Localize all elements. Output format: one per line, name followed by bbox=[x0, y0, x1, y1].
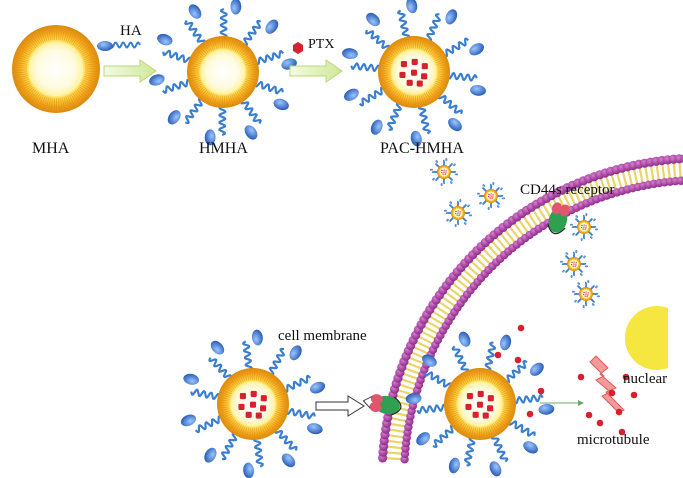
released-drugs bbox=[494, 324, 638, 436]
label-ptx: PTX bbox=[308, 37, 335, 52]
pac-hmha-particle-inside bbox=[405, 331, 555, 477]
label-mha: MHA bbox=[32, 140, 70, 157]
small-nanoparticle bbox=[477, 182, 505, 210]
microtubule bbox=[589, 355, 625, 413]
release-arrow bbox=[540, 400, 584, 406]
pac-hmha-particle bbox=[342, 0, 486, 147]
nucleus bbox=[624, 305, 668, 370]
small-nanoparticle bbox=[560, 250, 588, 278]
label-ha: HA bbox=[120, 23, 142, 39]
label-pac-hmha: PAC-HMHA bbox=[380, 140, 464, 157]
small-nanoparticle bbox=[430, 158, 458, 186]
small-nanoparticle bbox=[444, 199, 472, 227]
label-microtubule: microtubule bbox=[577, 432, 650, 448]
uptake-arrow bbox=[315, 395, 365, 417]
process-arrow bbox=[289, 59, 343, 83]
cd44s-receptor bbox=[547, 202, 570, 235]
label-cell-membrane: cell membrane bbox=[278, 328, 367, 344]
small-nanoparticle bbox=[570, 213, 598, 241]
mha-particle bbox=[12, 25, 100, 113]
hmha-particle bbox=[149, 0, 297, 146]
label-hmha: HMHA bbox=[199, 140, 248, 157]
label-nuclear: nuclear bbox=[623, 371, 668, 387]
ptx-drug-icon bbox=[293, 42, 303, 54]
pac-hmha-particle-outside bbox=[180, 329, 326, 478]
cd44s-receptor-bound bbox=[362, 394, 402, 416]
small-nanoparticle bbox=[572, 280, 600, 308]
ha-chain-icon bbox=[97, 41, 141, 51]
label-cd44s-receptor: CD44s receptor bbox=[520, 182, 615, 198]
process-arrow bbox=[103, 59, 157, 83]
